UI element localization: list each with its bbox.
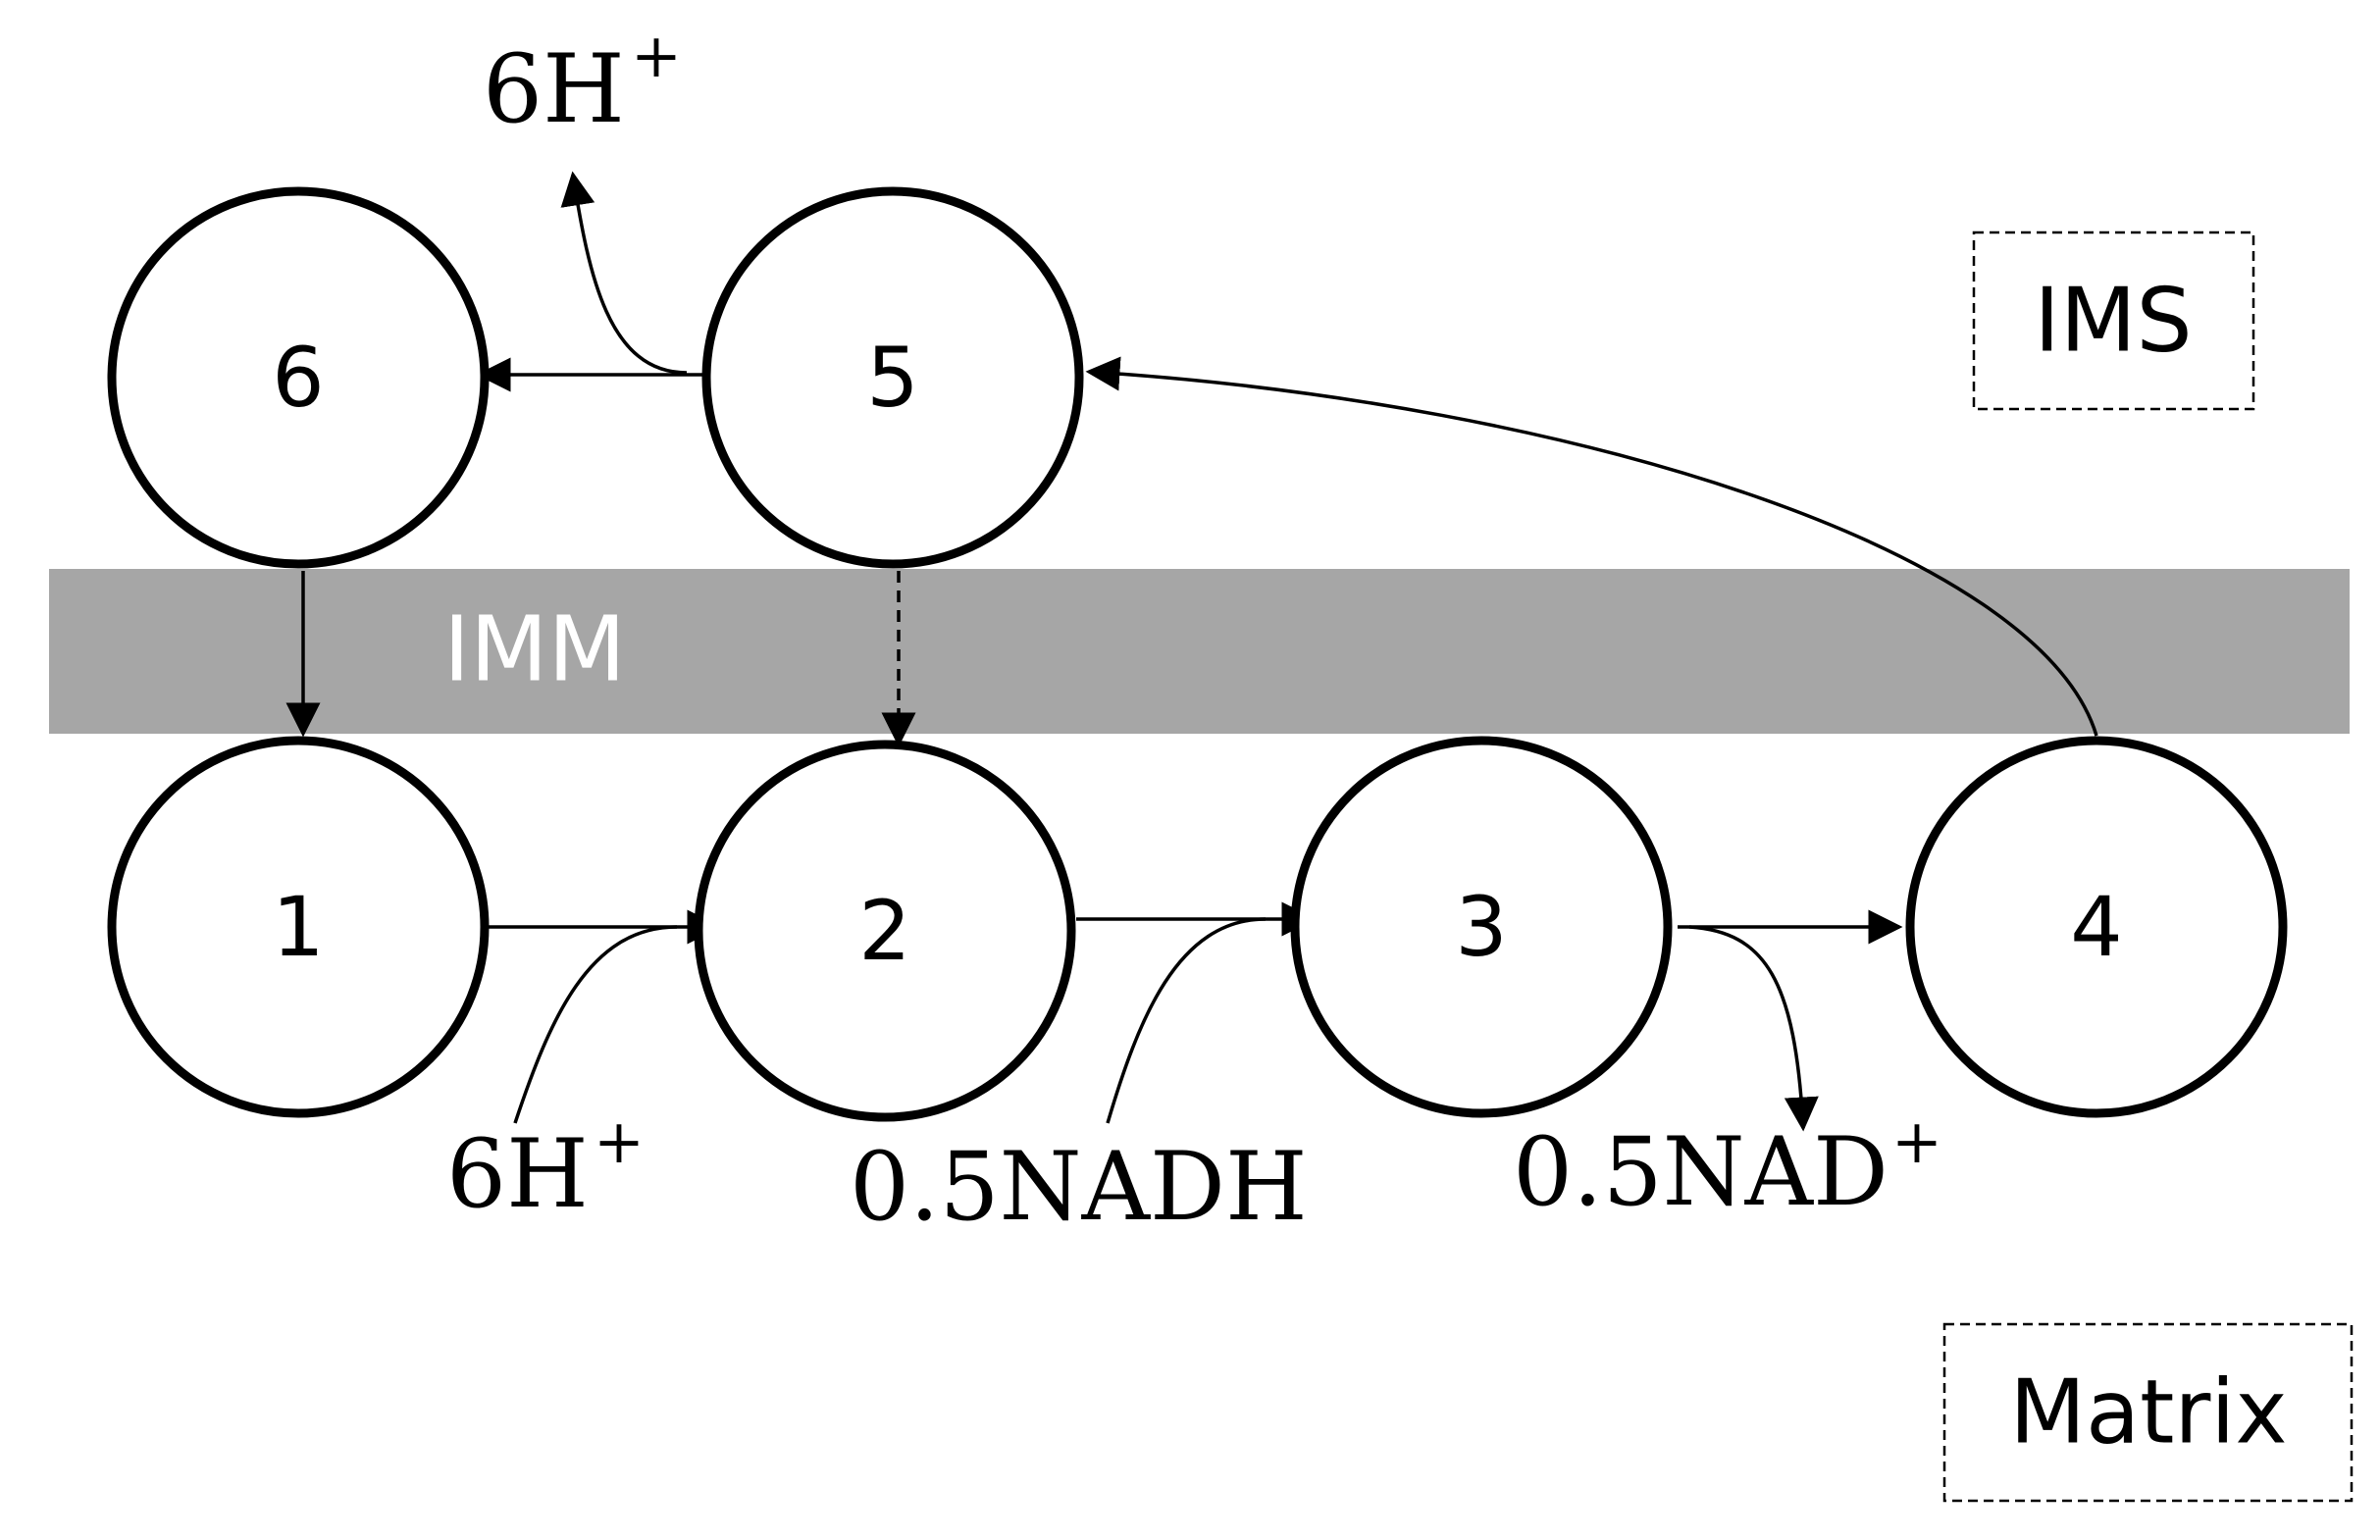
node-4-label: 4 (2070, 879, 2122, 975)
species-nadh: 0.5NADH (850, 1132, 1308, 1242)
nad-sup: + (1891, 1105, 1942, 1177)
membrane-band (49, 569, 2350, 734)
node-2-label: 2 (858, 883, 910, 979)
node-6-label: 6 (272, 330, 324, 426)
nad-base: 0.5NAD (1513, 1117, 1888, 1227)
node-5-circle (701, 186, 1084, 569)
h-bottom-sup: + (594, 1105, 645, 1177)
node-4-circle (1905, 736, 2288, 1118)
node-2: 2 (694, 740, 1076, 1122)
membrane-label: IMM (443, 597, 626, 702)
node-1-circle (107, 736, 490, 1118)
node-3-circle (1290, 736, 1673, 1118)
species-h-top: 6H + (483, 20, 682, 144)
node-6-circle (107, 186, 490, 569)
node-4: 4 (1905, 736, 2288, 1118)
node-2-circle (694, 740, 1076, 1122)
node-5-label: 5 (866, 330, 918, 426)
node-1: 1 (107, 736, 490, 1118)
species-h-bottom: 6H + (446, 1105, 645, 1229)
node-5: 5 (701, 186, 1084, 569)
h-release-arrow (560, 171, 688, 375)
nadh-uptake-curve (1106, 917, 1267, 1124)
h-bottom-base: 6H (446, 1119, 589, 1229)
matrix-region-box (1942, 1322, 2354, 1503)
h-uptake-curve (513, 925, 678, 1124)
h-top-sup: + (631, 20, 682, 91)
node-1-label: 1 (272, 879, 324, 975)
species-nad: 0.5NAD + (1513, 1105, 1942, 1227)
nadh-base: 0.5NADH (850, 1132, 1308, 1242)
matrix-region-label: Matrix (2009, 1361, 2287, 1464)
nad-release-arrow (1688, 925, 1819, 1132)
node-3-label: 3 (1455, 879, 1507, 975)
node-3: 3 (1290, 736, 1673, 1118)
node-6: 6 (107, 186, 490, 569)
h-top-base: 6H (483, 34, 625, 144)
ims-region-box (1972, 231, 2255, 411)
edge-4-to-5 (1085, 356, 2098, 737)
ims-region-label: IMS (2034, 270, 2192, 373)
